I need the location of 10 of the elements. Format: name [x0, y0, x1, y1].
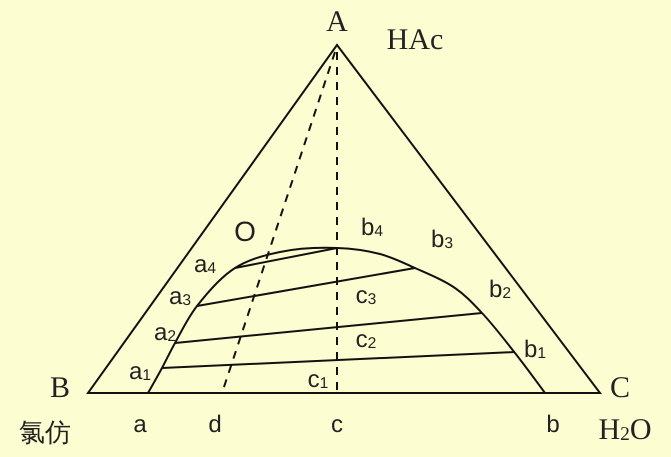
- point-label: c: [331, 413, 343, 437]
- point-label: 氯仿: [19, 420, 71, 446]
- point-label: HAc: [386, 25, 444, 55]
- point-label: a: [133, 413, 147, 437]
- point-label: b: [546, 413, 560, 437]
- point-label: O: [234, 218, 256, 246]
- point-label: d: [208, 413, 222, 437]
- point-label: C: [610, 373, 630, 403]
- point-label: A: [326, 7, 348, 37]
- point-label: B: [50, 373, 70, 403]
